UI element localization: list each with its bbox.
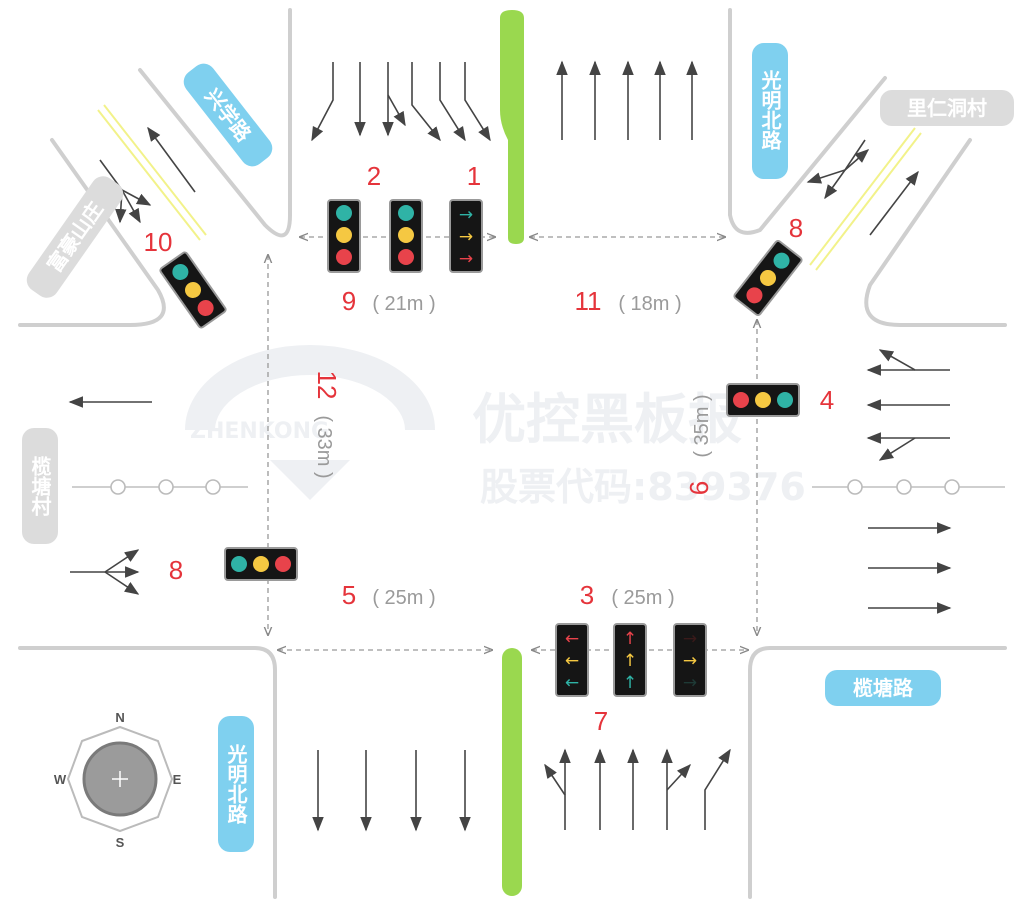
svg-text:←: ←: [565, 651, 579, 671]
svg-text:→: →: [459, 249, 473, 269]
crossing-3-id: 3: [580, 580, 594, 610]
svg-text:↑: ↑: [623, 673, 637, 693]
svg-text:→: →: [683, 629, 697, 649]
road-label-northeast: 光明北路: [752, 43, 788, 179]
crossing-12-distance: ( 33m ): [313, 415, 335, 478]
watermark-code: 股票代码:839376: [480, 465, 806, 509]
west-lane-arrows: [68, 396, 152, 595]
signal-8-ne: [733, 239, 803, 317]
crossing-6: 6 ( 35m ): [684, 394, 714, 495]
east-lane-arrows: [866, 349, 952, 614]
crossing-12: 12 ( 33m ): [312, 371, 342, 479]
road-label-northwest: 富豪山庄: [26, 176, 124, 298]
northeast-lane-arrows: [806, 139, 919, 236]
south-median: [502, 648, 522, 896]
svg-text:←: ←: [565, 673, 579, 693]
svg-text:→: →: [459, 205, 473, 225]
crossing-5: 5 ( 25m ): [342, 580, 436, 610]
signal-8-w: [224, 547, 298, 581]
watermark: ZHENKONG 优控黑板报 股票代码:839376: [185, 345, 806, 509]
signal-7a: ← ← ←: [555, 623, 589, 697]
signal-7-label: 7: [594, 706, 608, 736]
crossing-6-distance: ( 35m ): [691, 394, 713, 457]
watermark-title: 优控黑板报: [472, 388, 742, 451]
north-lane-arrows: [311, 60, 698, 142]
road-label-northeast-village: 里仁洞村: [880, 90, 1014, 126]
signal-4-label: 4: [820, 385, 834, 415]
signal-1: → → →: [449, 199, 483, 273]
crossing-11: 11 ( 18m ): [575, 286, 682, 316]
signal-10-label: 10: [144, 227, 173, 257]
bike-lane-east: [812, 479, 1005, 495]
compass-west: W: [54, 772, 67, 787]
crossing-6-id: 6: [684, 481, 714, 495]
signal-7c: → → →: [673, 623, 707, 697]
road-label-east: 榄塘路: [825, 670, 941, 706]
crossing-9-distance: ( 21m ): [372, 293, 435, 315]
bike-lane-west: [72, 479, 248, 495]
crossing-11-distance: ( 18m ): [618, 293, 681, 315]
crossing-11-id: 11: [575, 286, 602, 316]
svg-text:→: →: [459, 227, 473, 247]
crossing-12-id: 12: [312, 371, 342, 400]
compass-north: N: [115, 710, 124, 725]
signal-8-ne-label: 8: [789, 213, 803, 243]
crossing-5-distance: ( 25m ): [372, 587, 435, 609]
compass-south: S: [116, 835, 125, 850]
road-edges: [18, 8, 1007, 899]
compass-east: E: [173, 772, 182, 787]
north-median: [500, 10, 524, 244]
yellow-center-lines: [97, 104, 922, 271]
road-label-north: 兴学路: [183, 63, 273, 167]
watermark-brand: ZHENKONG: [190, 419, 329, 444]
signal-2b: [389, 199, 423, 273]
signal-10: [159, 251, 227, 329]
road-label-west: 榄塘村: [22, 428, 58, 544]
svg-text:↑: ↑: [623, 651, 637, 671]
svg-text:→: →: [683, 651, 697, 671]
road-label-northeast-village-text: 里仁洞村: [907, 96, 987, 120]
svg-text:↑: ↑: [623, 629, 637, 649]
svg-text:→: →: [683, 673, 697, 693]
road-label-northeast-text: 光明北路: [758, 70, 782, 151]
crossing-3: 3 ( 25m ): [580, 580, 675, 610]
signal-2-label: 2: [367, 161, 381, 191]
road-label-west-text: 榄塘村: [28, 456, 52, 516]
road-label-south: 光明北路: [218, 716, 254, 852]
signal-4: [726, 383, 800, 417]
crossing-5-id: 5: [342, 580, 356, 610]
road-label-south-text: 光明北路: [224, 744, 248, 825]
signal-1-label: 1: [467, 161, 481, 191]
crossing-9: 9 ( 21m ): [342, 286, 436, 316]
south-lane-arrows: [312, 748, 731, 832]
svg-text:←: ←: [565, 629, 579, 649]
crossing-3-distance: ( 25m ): [611, 587, 674, 609]
compass: N S E W: [54, 710, 182, 850]
signal-2: [327, 199, 361, 273]
watermark-logo: [185, 345, 435, 500]
signal-7b: ↑ ↑ ↑: [613, 623, 647, 697]
crossing-9-id: 9: [342, 286, 356, 316]
signal-8-w-label: 8: [169, 555, 183, 585]
road-label-east-text: 榄塘路: [853, 676, 914, 700]
